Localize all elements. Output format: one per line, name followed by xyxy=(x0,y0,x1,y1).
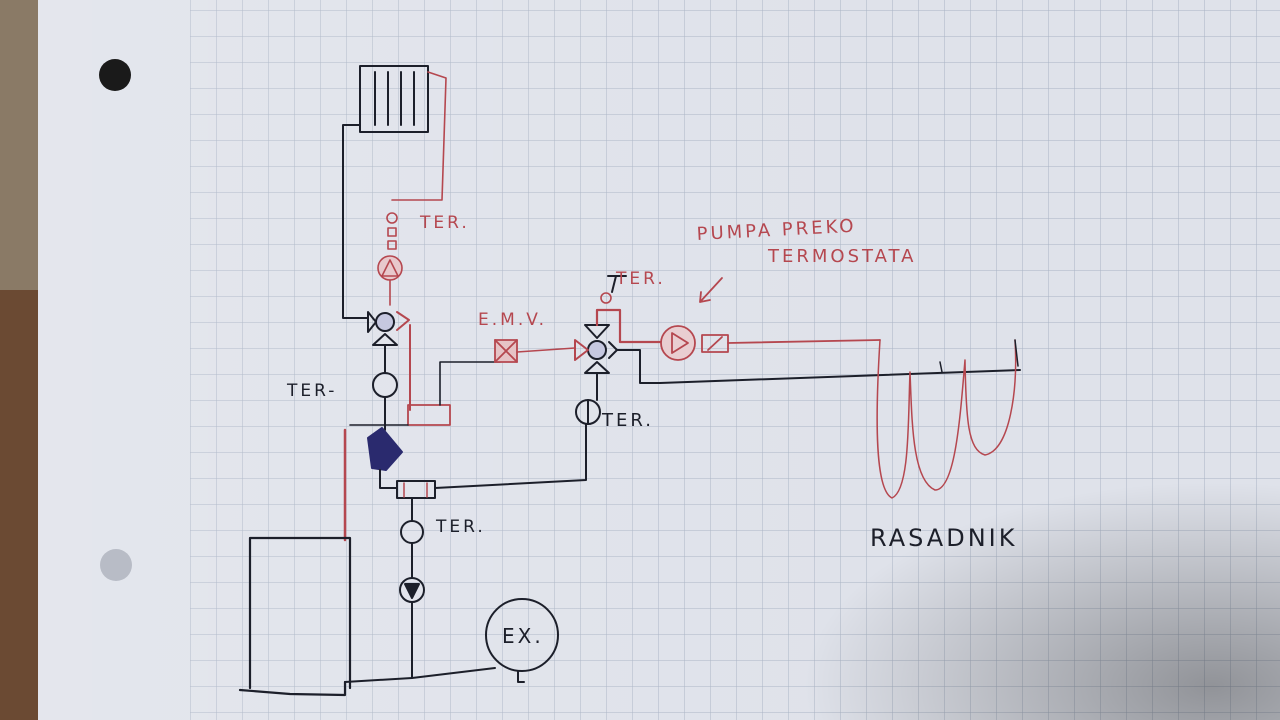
punch-hole xyxy=(99,59,131,91)
boiler xyxy=(238,536,352,697)
label-ter-left: TER- xyxy=(286,381,337,401)
fitting-icon xyxy=(387,240,397,250)
shadow xyxy=(600,380,1280,720)
punch-hole xyxy=(100,549,132,581)
carpet-edge xyxy=(0,0,40,290)
label-emv: E.M.V. xyxy=(478,310,547,330)
circulation-pump-icon xyxy=(367,427,403,471)
label-ter-top: TER. xyxy=(419,213,470,233)
label-ter-bottom: TER. xyxy=(435,517,486,537)
label-expansion: EX. xyxy=(502,624,544,648)
return-pipe xyxy=(391,71,447,201)
manifold-box xyxy=(407,404,451,426)
three-way-valve-icon xyxy=(574,324,1021,401)
three-way-valve-icon xyxy=(367,311,410,374)
pump-icon xyxy=(660,325,881,361)
thermometer-icon xyxy=(600,292,612,304)
label-pump-note-2: TERMOSTATA xyxy=(767,246,916,267)
label-ter-right-bottom: TER. xyxy=(601,410,654,431)
solenoid-valve-icon xyxy=(494,339,518,363)
arrow-icon xyxy=(699,277,723,303)
thermometer-icon xyxy=(386,212,398,224)
manifold-box xyxy=(396,480,436,499)
label-rasadnik: RASADNIK xyxy=(870,524,1017,552)
label-ter-right-top: TER. xyxy=(615,269,666,289)
fitting-icon xyxy=(387,227,397,237)
heating-loops xyxy=(876,339,1017,499)
radiator-icon xyxy=(342,65,429,319)
expansion-tank xyxy=(485,598,559,672)
